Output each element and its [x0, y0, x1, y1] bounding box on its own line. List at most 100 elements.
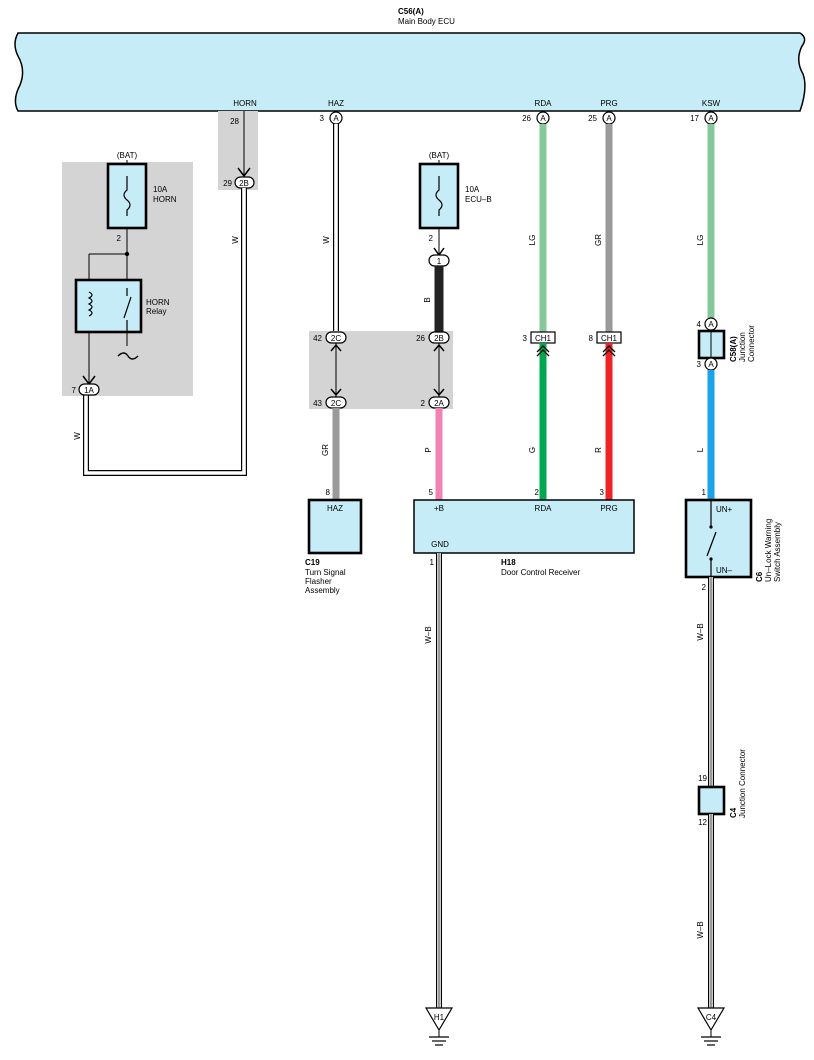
ksw-pin-label: 17 [690, 114, 699, 123]
horn-fuse-pin: 2 [117, 234, 122, 243]
terminal-rda-label: RDA [535, 99, 553, 108]
sw-wb2-wire-label: W–B [696, 921, 705, 938]
relay-coil-icon [87, 291, 93, 317]
ecub-fuse-name: ECU–B [465, 195, 492, 204]
horn-icon [117, 352, 139, 360]
horn-relay-box [74, 278, 143, 334]
haz-w-wire-label: W [322, 236, 331, 244]
ecu-connector-label: C56(A) [398, 7, 424, 16]
ecub-b-wire-label: B [423, 297, 432, 302]
c6-pin-bottom: 2 [702, 583, 707, 592]
prg-a-label: A [606, 114, 612, 123]
j2c-bot-conn: 2C [331, 399, 341, 408]
h18-pin-b: 5 [429, 488, 434, 497]
ecub-down-arrow-icon [433, 388, 445, 397]
ch1-rda-arrow-icon [536, 345, 550, 357]
rda-g-wire-label: G [528, 447, 537, 453]
c58-line2: Connector [747, 325, 756, 362]
prg-gr-wire-label: GR [594, 234, 603, 246]
j2c-top-pin: 42 [313, 334, 322, 343]
horn-arrow-icon [237, 167, 251, 178]
h18-label-rda: RDA [535, 504, 553, 513]
c6-line1: Un–Lock Warning [764, 519, 773, 582]
rda-lg-wire-label: LG [528, 235, 537, 246]
h18-label-b: +B [434, 504, 444, 513]
c19-line1: Turn Signal [305, 568, 346, 577]
ch1-prg-pin: 8 [589, 334, 594, 343]
c19-line3: Assembly [305, 586, 340, 595]
ground-h1-triangle [424, 1007, 454, 1032]
ecub-fuse-pin: 2 [429, 234, 434, 243]
j1-conn-label: 1 [437, 257, 442, 266]
horn-w-wire-inner [84, 188, 246, 475]
j2b-top-conn: 2B [434, 334, 444, 343]
junction-block-zone [309, 331, 453, 409]
terminal-prg-label: PRG [600, 99, 617, 108]
haz-a-label: A [333, 114, 339, 123]
horn-relay-line1: HORN [146, 298, 170, 307]
j1a-pin-label: 7 [72, 386, 77, 395]
haz-pin-label: 3 [320, 114, 325, 123]
c58-bot-conn: A [708, 360, 714, 369]
c6-terminal-minus: UN– [716, 566, 733, 575]
c19-line2: Flasher [305, 577, 332, 586]
c19-pin-label: 8 [326, 488, 331, 497]
ground-c4-triangle [696, 1007, 726, 1032]
gnd-wb-wire-label: W–B [424, 626, 433, 643]
haz-down-arrow-icon [330, 388, 342, 397]
main-body-ecu-block [14, 32, 806, 112]
ksw-lg-wire-label: LG [696, 235, 705, 246]
ecub-up-arrow-icon [433, 343, 445, 352]
terminal-ksw-label: KSW [702, 99, 721, 108]
ecu-name-label: Main Body ECU [398, 17, 455, 26]
c6-terminal-plus: UN+ [716, 505, 733, 514]
j2b-top-pin: 26 [416, 334, 425, 343]
c4-junction-box [697, 785, 726, 816]
c58-top-pin: 4 [697, 320, 702, 329]
c6-pin-top: 1 [702, 488, 707, 497]
c58-line1: Junction [738, 332, 747, 362]
h18-box [413, 499, 635, 554]
j2c-bot-pin: 43 [313, 399, 322, 408]
relay-w-wire-label: W [73, 432, 82, 440]
horn-relay-line2: Relay [146, 307, 166, 316]
ch1-prg-conn: CH1 [601, 334, 618, 343]
j1a-oval [78, 383, 100, 396]
prg-r-wire-label: R [594, 447, 603, 453]
h18-pin-rda: 2 [535, 488, 540, 497]
j1a-conn-label: 1A [84, 386, 94, 395]
ground-h1-label: H1 [434, 1013, 445, 1022]
terminal-haz-label: HAZ [328, 99, 344, 108]
ch1-rda-pin: 3 [523, 334, 528, 343]
horn-fuse-amp: 10A [153, 185, 168, 194]
h18-label-gnd: GND [431, 540, 449, 549]
j2a-bot-pin: 2 [421, 399, 426, 408]
sw-wb1-wire-label: W–B [696, 623, 705, 640]
c4-pin-bottom: 12 [698, 818, 707, 827]
ch1-rda-conn: CH1 [535, 334, 552, 343]
bat-ecub-label: (BAT) [429, 151, 450, 160]
c6-contact-dot-top [709, 525, 713, 529]
ch1-prg-arrow-icon [602, 345, 616, 357]
rda-a-label: A [540, 114, 546, 123]
ecub-fuse-amp: 10A [465, 185, 480, 194]
c6-connector-label: C6 [755, 571, 764, 582]
ksw-a-label: A [708, 114, 714, 123]
c6-switch-icon [706, 531, 717, 557]
h18-label-prg: PRG [600, 504, 617, 513]
j2b-horn-pin-label: 29 [223, 179, 232, 188]
c4-name-label: Junction Connector [738, 749, 747, 818]
ksw-l-wire-label: L [696, 447, 705, 452]
c19-terminal-label: HAZ [327, 504, 343, 513]
horn-splice-zone [218, 111, 258, 190]
horn-fuse-box [106, 162, 148, 230]
haz-up-arrow-icon [330, 343, 342, 352]
horn-fuse-icon [123, 176, 131, 216]
h18-pin-gnd: 1 [430, 558, 435, 567]
c19-connector-label: C19 [305, 558, 320, 567]
ecub-fuse-icon [435, 176, 443, 216]
bat-horn-label: (BAT) [117, 151, 138, 160]
h18-name-label: Door Control Receiver [501, 568, 580, 577]
haz-gr-wire-label: GR [321, 444, 330, 456]
relay-switch-icon [123, 296, 132, 319]
